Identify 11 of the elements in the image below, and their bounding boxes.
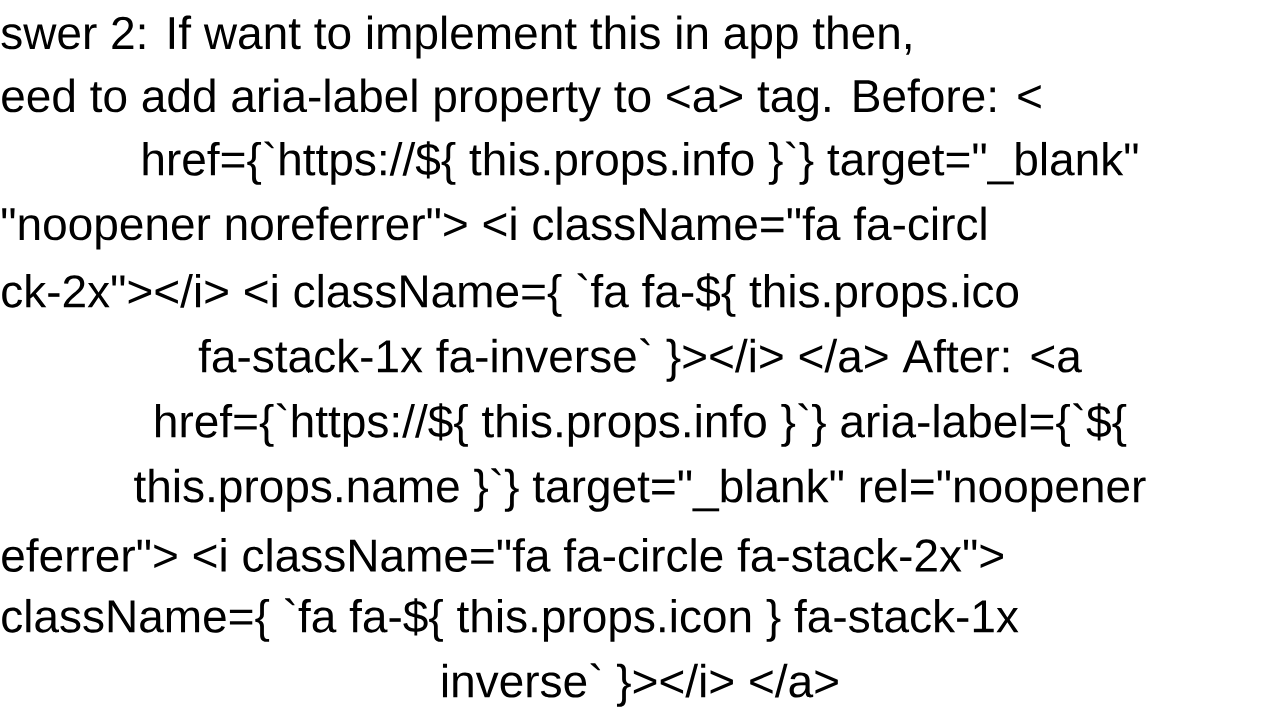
text-line: eed to add aria-label property to <a> tag. Before: <	[2, 78, 1041, 122]
text-line: swer 2: If want to implement this in app then,	[1, 15, 911, 59]
text-line: eferrer"> <i className="fa fa-circle fa-stack-2x">	[2, 538, 1003, 572]
text-line: href={`https://${ this.props.info }`} target="_blank"	[143, 141, 1138, 185]
text-line: this.props.name }`} target="_blank" rel="noopener	[134, 468, 1146, 512]
text-line: href={`https://${ this.props.info }`} aria-label={`${	[156, 403, 1127, 447]
text-line: fa-stack-1x fa-inverse` }></i> </a> After: <a	[198, 338, 1082, 382]
text-line: ck-2x"></i> <i className={ `fa fa-${ this.props.ico	[2, 273, 1019, 317]
text-line: className={ `fa fa-${ this.props.icon } fa-stack-1x	[2, 598, 1019, 642]
text-line: "noopener noreferrer"> <i className="fa fa-circl	[2, 206, 986, 250]
text-line: inverse` }></i> </a>	[443, 663, 838, 707]
